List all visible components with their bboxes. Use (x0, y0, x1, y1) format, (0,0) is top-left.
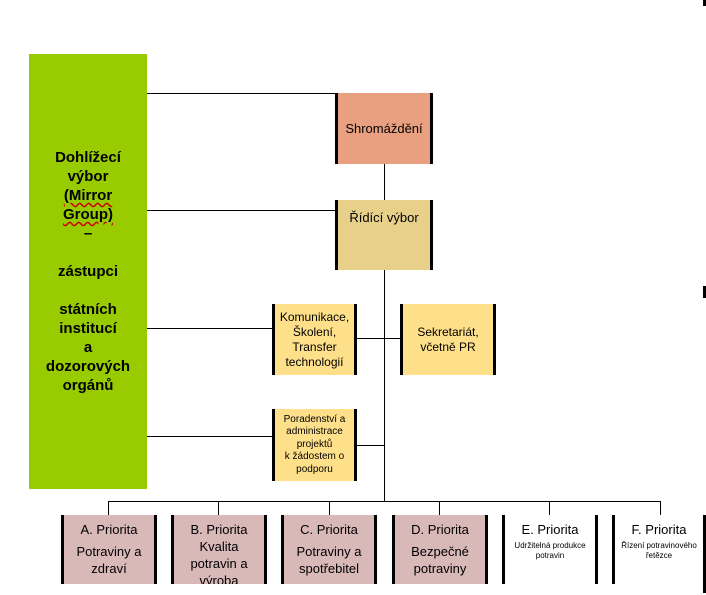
supervisory-line: orgánů (62, 377, 114, 394)
advisory-line: k žádostem o (284, 451, 345, 463)
secretariat-line: včetně PR (420, 339, 476, 354)
connector-line (384, 164, 385, 200)
priority-title: A. Priorita (80, 522, 138, 537)
advisory-line: podporu (296, 463, 333, 475)
steering-committee-label: Řídící výbor (349, 210, 419, 225)
priority-line: Kvalita (199, 539, 239, 554)
connector-line (147, 436, 272, 437)
supervisory-line: státních (59, 301, 117, 318)
priority-line: potravin a (190, 556, 248, 571)
supervisory-board-box: Dohlížecí výbor (Mirror Group) – zástupc… (29, 54, 147, 489)
advisory-line: projektů (296, 438, 333, 450)
assembly-label: Shromáždění (345, 121, 423, 136)
edge-mark (703, 580, 706, 593)
priority-line: spotřebitel (299, 561, 359, 576)
priority-line: řetězce (645, 551, 673, 560)
priority-a-box: A. Priorita Potraviny a zdraví (61, 515, 157, 584)
supervisory-line: zástupci (57, 263, 118, 280)
priority-line: Udržitelná produkce (514, 541, 586, 550)
priority-line: Řízení potravinového (621, 541, 697, 550)
supervisory-line: a (83, 339, 93, 356)
priority-title: F. Priorita (631, 522, 687, 537)
communication-box: Komunikace, Školení, Transfer technologi… (272, 304, 357, 375)
steering-committee-box: Řídící výbor (335, 200, 433, 270)
priority-title: C. Priorita (300, 522, 358, 537)
priority-title: E. Priorita (521, 522, 579, 537)
advisory-box: Poradenství a administrace projektů k žá… (272, 409, 357, 481)
communication-line: Komunikace, (279, 309, 350, 324)
connector-line (218, 501, 219, 515)
connector-line (357, 445, 385, 446)
supervisory-line: Group) (63, 206, 113, 223)
priority-d-box: D. Priorita Bezpečné potraviny (392, 515, 488, 584)
priority-line: zdraví (91, 561, 127, 576)
priority-line: potraviny (413, 561, 467, 576)
edge-mark (703, 286, 706, 298)
communication-line: Školení, (292, 324, 337, 339)
edge-mark (703, 0, 706, 6)
supervisory-line: – (83, 225, 93, 242)
advisory-line: administrace (286, 426, 343, 438)
priority-line: Potraviny a (296, 544, 362, 559)
supervisory-line: institucí (59, 320, 117, 337)
assembly-box: Shromáždění (335, 93, 433, 164)
connector-line (549, 501, 550, 515)
communication-line: Transfer (292, 339, 337, 354)
connector-line (108, 501, 109, 515)
priority-line: Potraviny a (76, 544, 142, 559)
secretariat-box: Sekretariát, včetně PR (400, 304, 496, 375)
priority-title: D. Priorita (411, 522, 469, 537)
connector-line (147, 328, 272, 329)
advisory-line: Poradenství a (283, 413, 346, 425)
connector-line (147, 210, 335, 211)
priority-line: Bezpečné (411, 544, 469, 559)
priority-e-box: E. Priorita Udržitelná produkce potravin (502, 515, 598, 584)
communication-line: technologií (285, 354, 344, 369)
supervisory-line: dozorových (45, 358, 131, 375)
priority-line: výroba (199, 573, 239, 584)
connector-line (108, 501, 661, 502)
connector-line (329, 501, 330, 515)
supervisory-line: Dohlížecí (55, 149, 121, 166)
connector-line (660, 501, 661, 515)
priority-b-box: B. Priorita Kvalita potravin a výroba (171, 515, 267, 584)
supervisory-line: (Mirror (63, 187, 113, 204)
connector-line (384, 270, 385, 501)
priority-title: B. Priorita (190, 522, 248, 537)
supervisory-line: výbor (67, 168, 109, 185)
priority-c-box: C. Priorita Potraviny a spotřebitel (281, 515, 377, 584)
priority-f-box: F. Priorita Řízení potravinového řetězce (612, 515, 706, 584)
priority-line: potravin (535, 551, 565, 560)
connector-line (439, 501, 440, 515)
secretariat-line: Sekretariát, (417, 324, 479, 339)
connector-line (357, 338, 400, 339)
connector-line (147, 93, 335, 94)
